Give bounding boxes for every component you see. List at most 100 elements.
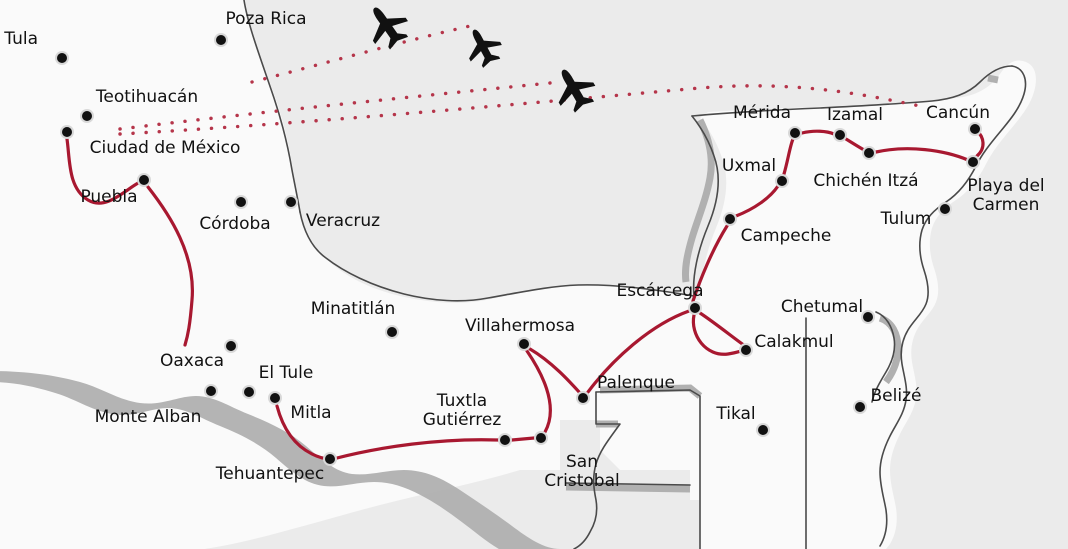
city-label-campeche: Campeche <box>740 226 832 246</box>
city-dot-ciudad-de-mexico[interactable] <box>60 125 74 139</box>
city-label-minatitlan: Minatitlán <box>310 299 396 319</box>
city-dot-campeche[interactable] <box>723 212 737 226</box>
route-uxmal-merida <box>782 137 795 176</box>
route-tehuantepec-tuxtla <box>335 438 500 460</box>
city-dot-belize[interactable] <box>853 400 867 414</box>
route-campeche-uxmal <box>734 184 780 218</box>
city-label-tikal: Tikal <box>716 404 756 424</box>
airplane-icon <box>558 69 596 113</box>
airplane-icon <box>372 7 409 50</box>
city-dot-puebla[interactable] <box>137 173 151 187</box>
city-dot-izamal[interactable] <box>833 128 847 142</box>
yucatan-west-coast <box>691 115 720 297</box>
city-label-teotihuacan: Teotihuacán <box>95 87 199 107</box>
city-dot-tikal[interactable] <box>756 423 770 437</box>
city-label-palenque: Palenque <box>597 373 675 393</box>
city-label-chichen-itza: Chichén Itzá <box>813 171 919 191</box>
city-label-chetumal: Chetumal <box>780 297 864 317</box>
route-villahermosa-palenque <box>528 347 582 395</box>
city-dot-san-cristobal[interactable] <box>534 431 548 445</box>
city-dot-palenque[interactable] <box>576 391 590 405</box>
city-label-uxmal: Uxmal <box>721 156 777 176</box>
plane-3[interactable] <box>546 60 602 117</box>
yucatan-north-coast <box>691 65 1013 117</box>
airplane-icon <box>469 29 502 68</box>
city-dot-el-tule[interactable] <box>242 385 256 399</box>
plane-1[interactable] <box>358 0 415 55</box>
coastline-group <box>243 0 1027 549</box>
gulf-coast-south <box>299 211 695 302</box>
city-dot-cancun[interactable] <box>968 122 982 136</box>
city-dot-playa-del-carmen[interactable] <box>966 155 980 169</box>
city-label-oaxaca: Oaxaca <box>159 351 225 371</box>
city-dot-chetumal[interactable] <box>861 310 875 324</box>
yucatan-peninsula <box>596 60 1036 549</box>
city-dot-minatitlan[interactable] <box>385 325 399 339</box>
guatemala-north-border <box>595 389 701 549</box>
route-mexico-puebla <box>65 137 146 205</box>
city-dot-tehuantepec[interactable] <box>323 452 337 466</box>
city-label-playa-del-carmen: Playa del Carmen <box>967 176 1045 215</box>
yucatan-east-coast <box>879 65 1027 547</box>
plane-group <box>358 0 602 117</box>
route-palenque-escarcega <box>586 309 691 394</box>
city-label-veracruz: Veracruz <box>305 211 381 231</box>
city-dot-cordoba[interactable] <box>234 195 248 209</box>
gulf-coast-veracruz <box>243 0 301 213</box>
plane-2[interactable] <box>458 22 507 72</box>
city-dot-uxmal[interactable] <box>775 174 789 188</box>
guatemala-south-shadow <box>565 483 691 493</box>
city-label-izamal: Izamal <box>826 105 884 125</box>
guatemala-west-border <box>573 391 621 549</box>
route-puebla-oaxaca <box>146 185 194 347</box>
city-label-tulum: Tulum <box>880 209 932 229</box>
city-dot-villahermosa[interactable] <box>517 337 531 351</box>
city-label-cancun: Cancún <box>926 103 990 123</box>
landmass-group <box>0 0 1036 549</box>
city-dot-escarcega[interactable] <box>688 301 702 315</box>
route-tuxtla-sancristobal <box>510 436 536 442</box>
city-dot-tula[interactable] <box>55 51 69 65</box>
city-dot-monte-alban[interactable] <box>204 384 218 398</box>
city-label-belize: Belizé <box>870 386 922 406</box>
city-label-mitla: Mitla <box>290 403 332 423</box>
chetumal-bay <box>871 311 896 403</box>
city-dot-merida[interactable] <box>788 126 802 140</box>
cancun-tip-shadow <box>987 74 999 84</box>
city-label-ciudad-de-mexico: Ciudad de México <box>89 138 241 158</box>
guatemala-south-border <box>565 482 691 486</box>
route-merida-izamal <box>800 129 836 136</box>
flight-mid <box>118 80 562 131</box>
city-label-poza-rica: Poza Rica <box>225 9 307 29</box>
city-dot-oaxaca[interactable] <box>224 339 238 353</box>
city-label-san-cristobal: San Cristobal <box>544 452 620 491</box>
city-dot-tuxtla-gutierrez[interactable] <box>498 433 512 447</box>
yucatan-west-shadow <box>682 118 715 283</box>
city-dot-teotihuacan[interactable] <box>80 109 94 123</box>
flight-path-group <box>118 24 922 136</box>
city-label-tula: Tula <box>4 29 38 49</box>
city-dot-tulum[interactable] <box>938 202 952 216</box>
pacific-coast-shadow <box>0 371 560 549</box>
city-dot-chichen-itza[interactable] <box>862 146 876 160</box>
city-label-tuxtla-gutierrez: Tuxtla Gutiérrez <box>422 391 502 430</box>
city-label-cordoba: Córdoba <box>199 214 271 234</box>
city-label-escarcega: Escárcega <box>616 281 704 301</box>
route-sancristobal-villahermosa <box>525 349 552 434</box>
city-label-calakmul: Calakmul <box>754 332 834 352</box>
mainland-mexico <box>0 0 701 549</box>
city-dot-mitla[interactable] <box>268 391 282 405</box>
city-label-merida: Mérida <box>732 103 792 123</box>
city-label-tehuantepec: Tehuantepec <box>215 464 325 484</box>
city-dot-calakmul[interactable] <box>739 343 753 357</box>
route-group <box>65 129 985 461</box>
city-dot-poza-rica[interactable] <box>214 33 228 47</box>
city-dot-veracruz[interactable] <box>284 195 298 209</box>
city-label-puebla: Puebla <box>80 187 138 207</box>
flight-north <box>250 24 472 84</box>
city-label-monte-alban: Monte Alban <box>94 407 202 427</box>
city-label-villahermosa: Villahermosa <box>464 316 576 336</box>
